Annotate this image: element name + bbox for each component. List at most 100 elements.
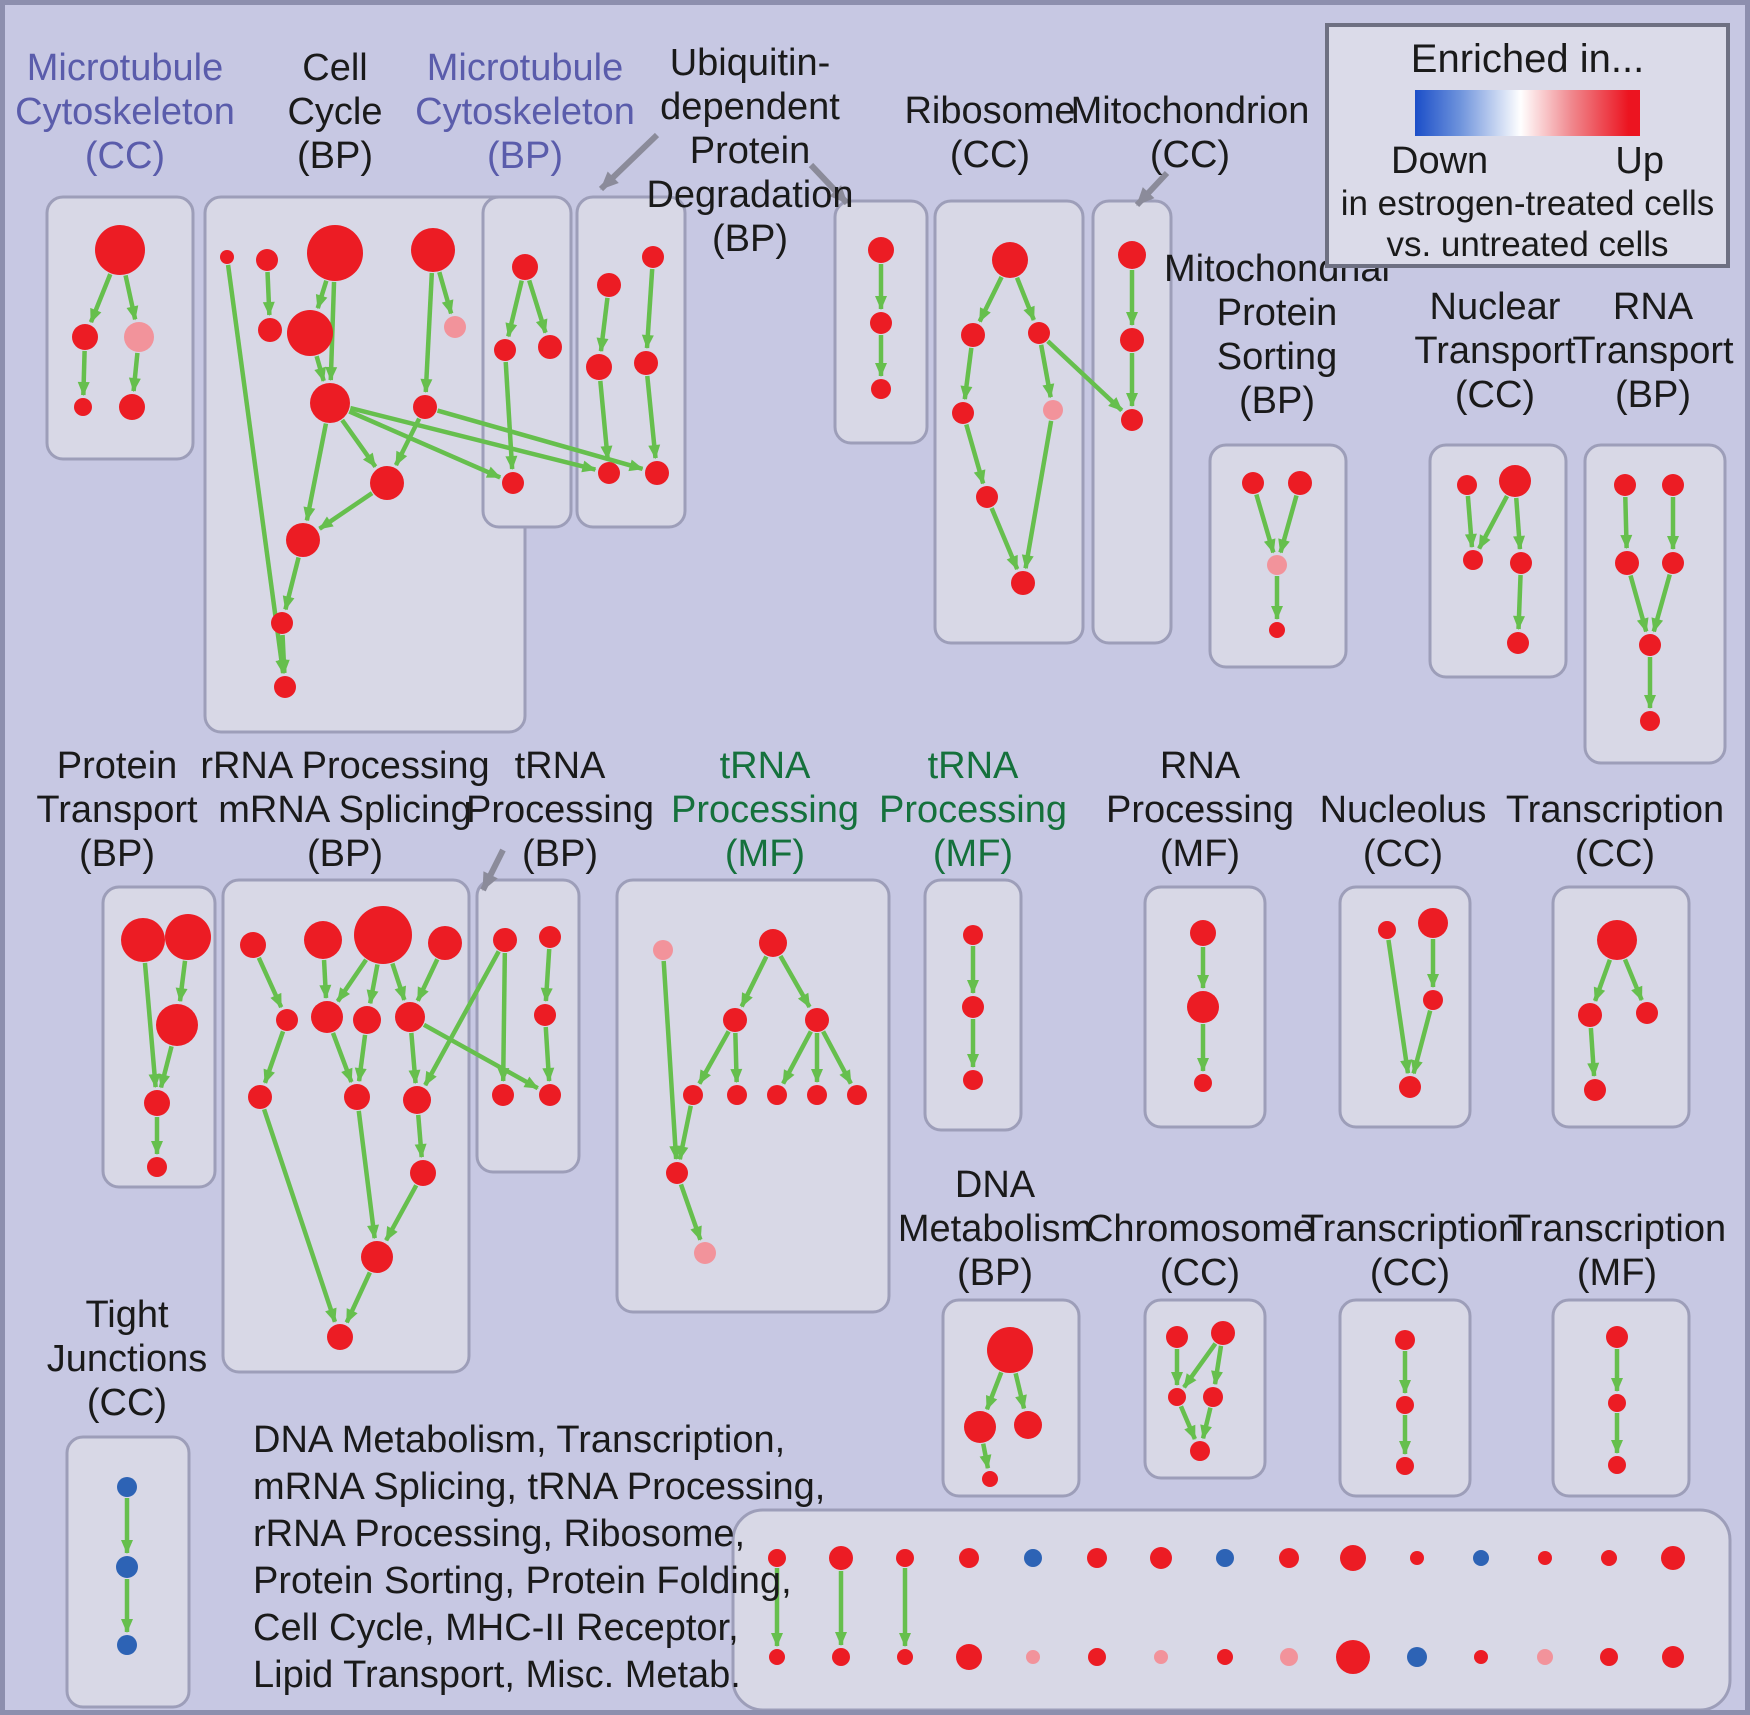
edge-trna-processing-mf-1-1 [778,954,812,1009]
gene-node-cell-cycle-bp-8 [413,395,437,419]
gene-node-trna-processing-mf-1-8 [847,1085,867,1105]
gene-node-rrna-processing-mrna-splicing-bp-13 [327,1324,353,1350]
legend-up-label: Up [1615,140,1664,182]
gene-node-rna-transport-bp-5 [1640,711,1660,731]
edge-microtubule-cytoskeleton-cc-3 [128,352,141,393]
gene-node-rrna-processing-mrna-splicing-bp-11 [410,1160,436,1186]
gene-node-ribosome-cc-0 [992,242,1028,278]
cluster-label-transcription-cc-1: Transcription(CC) [1506,789,1724,875]
cross-edge-3 [1046,339,1124,413]
label-annotation-arrow-2 [1134,170,1170,208]
gene-node-nuclear-transport-cc-2 [1463,550,1483,570]
edge-cell-cycle-bp-10 [282,556,301,611]
cluster-box-nuclear-transport-cc [1428,443,1568,679]
edge-microtubule-cytoskeleton-bp-1 [527,279,548,334]
gene-node-chromosome-cc-0 [1166,1326,1188,1348]
gene-node-transcription-cc-1-0 [1597,920,1637,960]
gene-node-trna-processing-bp-2 [534,1004,556,1026]
label-annotation-arrow-0 [598,132,660,192]
edge-dna-metabolism-bp-1 [1013,1372,1027,1410]
edge-rrna-processing-mrna-splicing-bp-5 [415,958,440,1002]
gene-node-microtubule-cytoskeleton-cc-3 [74,398,92,416]
gene-node-microtubule-cytoskeleton-cc-2 [124,322,154,352]
cross-edge-5 [423,950,501,1087]
edge-ubiquitin-degradation-bp-2 [598,380,613,461]
gene-node-mitochondrial-protein-sorting-bp-3 [1269,622,1285,638]
edge-rrna-processing-mrna-splicing-bp-0 [256,956,284,1009]
edge-rrna-processing-mrna-splicing-bp-6 [262,1030,286,1084]
gene-node-transcription-cc-1-3 [1584,1079,1606,1101]
gene-node-trna-processing-mf-2-1 [962,996,984,1018]
gene-node-dna-metabolism-bp-0 [987,1327,1033,1373]
gene-node-dna-metabolism-bp-3 [982,1471,998,1487]
edge-ribosome-cc-1 [1014,276,1036,321]
gene-node-trna-processing-bp-4 [539,1084,561,1106]
gene-node-cell-cycle-bp-2 [307,225,363,281]
bottom-strip-node-top-9 [1340,1545,1366,1571]
gene-node-cell-cycle-bp-1 [256,249,278,271]
edge-rna-transport-bp-3 [1651,573,1672,633]
bottom-strip-node-top-8 [1279,1548,1299,1568]
legend-caption-line2: vs. untreated cells [1386,225,1669,264]
legend-title: Enriched in... [1410,37,1645,81]
gene-node-ribosome-cc-2 [1028,322,1050,344]
gene-node-rrna-processing-mrna-splicing-bp-3 [428,926,462,960]
gene-node-ribosome-cc-1 [961,323,985,347]
gene-node-cell-cycle-bp-9 [370,466,404,500]
cluster-label-transcription-cc-2: Transcription(CC) [1301,1208,1519,1294]
bottom-strip-node-bottom-5 [1088,1648,1106,1666]
gene-node-tight-junctions-cc-0 [117,1477,137,1497]
cluster-box-dna-metabolism-bp [941,1298,1081,1498]
edge-rrna-processing-mrna-splicing-bp-7 [330,1032,354,1083]
gene-node-ribosome-cc-6 [1011,571,1035,595]
gene-node-ubiquitin-degradation-bp-5 [645,461,669,485]
edge-protein-transport-bp-0 [142,962,161,1089]
edge-ribosome-cc-6 [1021,420,1054,570]
cluster-label-transcription-mf: Transcription(MF) [1508,1208,1726,1294]
edge-mitochondrial-protein-sorting-bp-0 [1254,493,1276,554]
edge-cell-cycle-bp-3 [437,271,454,315]
bottom-strip-node-top-14 [1661,1546,1685,1570]
bottom-strip-node-top-13 [1601,1550,1617,1566]
bottom-strip-node-bottom-6 [1154,1650,1168,1664]
edge-trna-processing-bp-0 [497,952,510,1083]
gene-node-rna-processing-mf-1 [1187,991,1219,1023]
edge-rrna-processing-mrna-splicing-bp-12 [384,1184,419,1242]
cluster-label-nucleolus-cc: Nucleolus(CC) [1320,789,1487,875]
gene-node-ubiquitin-degradation-bp-4 [598,462,620,484]
gene-node-ubiquitin-degradation-bp-2-2 [871,379,891,399]
edge-trna-processing-mf-1-8 [676,1105,693,1161]
layer-nodes [72,225,1685,1674]
edge-cell-cycle-bp-9 [318,491,374,531]
gene-node-protein-transport-bp-4 [147,1157,167,1177]
gene-node-rrna-processing-mrna-splicing-bp-12 [361,1241,393,1273]
gene-node-protein-transport-bp-2 [156,1004,198,1046]
gene-node-rna-transport-bp-1 [1662,474,1684,496]
bottom-strip-node-bottom-9 [1336,1640,1370,1674]
edge-ubiquitin-degradation-bp-0 [596,297,610,353]
edge-rrna-processing-mrna-splicing-bp-9 [408,1032,421,1085]
gene-node-mitochondrial-protein-sorting-bp-2 [1267,555,1287,575]
bottom-strip-node-bottom-14 [1662,1646,1684,1668]
bottom-strip-node-bottom-0 [769,1649,785,1665]
edge-dna-metabolism-bp-0 [984,1371,1004,1411]
gene-node-ubiquitin-degradation-bp-3 [634,351,658,375]
edge-cell-cycle-bp-1 [315,280,329,310]
edge-chromosome-cc-2 [1211,1345,1224,1386]
footnote-line: rRNA Processing, Ribosome, [253,1513,746,1555]
edge-nucleolus-cc-1 [1411,1010,1433,1075]
edge-dna-metabolism-bp-2 [979,1443,992,1470]
bottom-strip-node-top-2 [896,1549,914,1567]
cluster-box-trna-processing-bp [475,878,581,1174]
gene-node-trna-processing-bp-3 [492,1084,514,1106]
gene-node-nucleolus-cc-3 [1399,1076,1421,1098]
footnote-line: Cell Cycle, MHC-II Receptor, [253,1607,739,1649]
gene-node-tight-junctions-cc-2 [117,1635,137,1655]
